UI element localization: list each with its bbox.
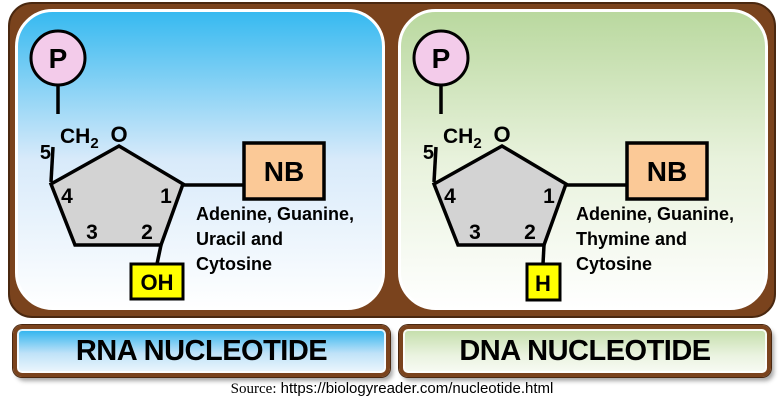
nitrogenous-base-box (242, 141, 326, 201)
nitrogenous-base-label: NB (264, 156, 304, 187)
phosphate-circle (412, 29, 470, 87)
bond-ch2-c4 (432, 146, 438, 183)
rna-nucleotide-panel: P CH2 5 O 4 1 3 2 NB Adenine, Guanine, U… (15, 9, 385, 310)
dna-nucleotide-panel: P CH2 5 O 4 1 3 2 NB Adenine, Guanine, T… (398, 9, 768, 310)
bases-line-1: Adenine, Guanine, (196, 204, 354, 224)
ch2-subscript: 2 (473, 135, 481, 152)
rna-nucleotide-title: RNA NUCLEOTIDE (13, 325, 390, 377)
ch2-main: CH (443, 125, 473, 148)
nitrogenous-base-label: NB (647, 156, 687, 187)
source-prefix: Source: (230, 381, 277, 397)
bond-c2-group (155, 244, 163, 265)
carbon3-label: 3 (469, 221, 481, 244)
phosphate-label: P (432, 43, 451, 74)
bases-line-2: Thymine and (576, 229, 687, 249)
rna-title-text: RNA NUCLEOTIDE (75, 334, 328, 367)
phosphate-label: P (49, 43, 68, 74)
dna-nucleotide-title: DNA NUCLEOTIDE (399, 325, 771, 377)
carbon4-label: 4 (61, 185, 73, 208)
ch2-label: CH2 (60, 125, 99, 152)
bases-line-3: Cytosine (576, 254, 652, 274)
dna-title-text: DNA NUCLEOTIDE (459, 334, 711, 367)
hydrogen-group-label: H (535, 271, 551, 296)
bond-c2-group (541, 244, 546, 265)
carbon1-label: 1 (543, 185, 555, 208)
nitrogenous-base-box (625, 141, 709, 201)
hydrogen-group-box (525, 262, 562, 302)
carbon3-label: 3 (86, 221, 98, 244)
source-attribution: Source: https://biologyreader.com/nucleo… (0, 380, 784, 398)
carbon5-label: 5 (423, 142, 434, 164)
ch2-main: CH (60, 125, 90, 148)
ring-oxygen-label: O (110, 122, 127, 147)
ring-oxygen-label: O (493, 122, 510, 147)
carbon2-label: 2 (524, 221, 536, 244)
ribose-sugar-pentagon (48, 143, 186, 247)
deoxyribose-sugar-pentagon (431, 143, 569, 247)
phosphate-circle (29, 29, 87, 87)
ch2-label: CH2 (443, 125, 482, 152)
bond-ch2-c4 (49, 146, 55, 183)
bases-line-2: Uracil and (196, 229, 283, 249)
bases-line-3: Cytosine (196, 254, 272, 274)
carbon2-label: 2 (141, 221, 153, 244)
source-url: https://biologyreader.com/nucleotide.htm… (280, 380, 554, 397)
hydroxyl-group-label: OH (141, 270, 174, 295)
carbon4-label: 4 (444, 185, 456, 208)
bases-line-1: Adenine, Guanine, (576, 204, 734, 224)
ch2-subscript: 2 (90, 135, 98, 152)
hydroxyl-group-box (129, 262, 185, 301)
carbon1-label: 1 (160, 185, 172, 208)
carbon5-label: 5 (40, 142, 51, 164)
